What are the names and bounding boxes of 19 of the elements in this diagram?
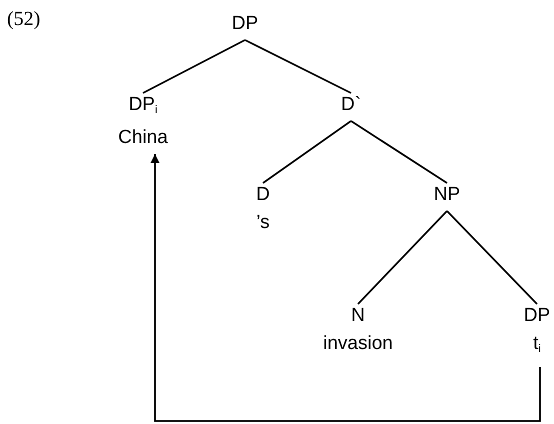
word-label: ’s [256, 211, 270, 235]
word-label: China [118, 126, 168, 150]
category-label: DP [232, 12, 258, 36]
tree-branch [446, 210, 538, 305]
word-label: t$_{i}$ [532, 332, 542, 357]
category-label: DP [524, 304, 550, 328]
category-label: D` [340, 93, 362, 117]
category-label: D [256, 183, 270, 207]
tree-branch [244, 39, 352, 94]
movement-arrow [150, 154, 541, 422]
tree-branch [262, 120, 352, 184]
category-label: NP [434, 183, 460, 207]
tree-branch [357, 210, 448, 305]
example-number: (52) [7, 8, 40, 31]
category-label: N [350, 304, 366, 328]
word-label: invasion [323, 332, 393, 356]
tree-branch [350, 120, 448, 184]
category-label: DP$_{i}$ [128, 93, 158, 118]
tree-branch [142, 39, 246, 94]
